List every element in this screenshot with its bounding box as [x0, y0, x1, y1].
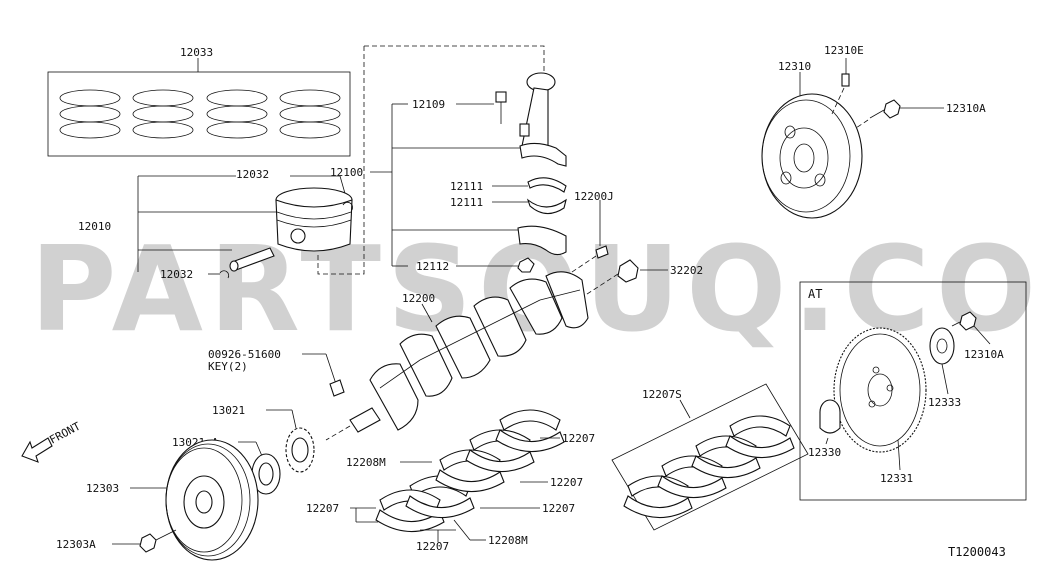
label-12033[interactable]: 12033 [180, 46, 213, 59]
label-12303a[interactable]: 12303A [56, 538, 96, 551]
woodruff-key[interactable] [302, 353, 345, 397]
crankshaft-spacer[interactable] [238, 441, 281, 495]
label-12310[interactable]: 12310 [778, 60, 811, 73]
label-12207-a[interactable]: 12207 [562, 432, 595, 445]
drive-plate-bolt[interactable] [951, 311, 991, 345]
crankshaft-sprocket[interactable] [266, 409, 315, 473]
label-12109[interactable]: 12109 [412, 98, 445, 111]
label-12010[interactable]: 12010 [78, 220, 111, 233]
flywheel-mt[interactable] [761, 72, 863, 219]
label-00926-51600[interactable]: 00926-51600 [208, 348, 281, 361]
reinforcement-plate[interactable] [929, 327, 955, 395]
flywheel-bolt[interactable] [855, 99, 944, 129]
drive-plate[interactable] [833, 327, 927, 471]
label-12100[interactable]: 12100 [330, 166, 363, 179]
label-12111-lower[interactable]: 12111 [450, 196, 483, 209]
label-12310e[interactable]: 12310E [824, 44, 864, 57]
label-key-qty: KEY(2) [208, 360, 248, 373]
front-direction-arrow [21, 437, 53, 463]
label-12111-upper[interactable]: 12111 [450, 180, 483, 193]
pilot-converter[interactable] [819, 399, 841, 445]
piston-ring-group-2 [132, 89, 194, 139]
label-12112[interactable]: 12112 [416, 260, 449, 273]
front-label: FRONT [47, 419, 83, 446]
piston-assembly[interactable] [137, 175, 353, 279]
label-12310a[interactable]: 12310A [946, 102, 986, 115]
label-12032-upper[interactable]: 12032 [236, 168, 269, 181]
label-12207-d[interactable]: 12207 [306, 502, 339, 515]
piston-ring-group-3 [206, 89, 268, 139]
bearing-set-box[interactable] [611, 383, 809, 531]
label-12208m-b[interactable]: 12208M [488, 534, 528, 547]
at-box [799, 281, 1027, 501]
drawing-code: T1200043 [948, 545, 1006, 559]
label-12310a-at[interactable]: 12310A [964, 348, 1004, 361]
label-12331[interactable]: 12331 [880, 472, 913, 485]
label-12330[interactable]: 12330 [808, 446, 841, 459]
label-12200j[interactable]: 12200J [574, 190, 614, 203]
label-12333[interactable]: 12333 [928, 396, 961, 409]
pulley-bolt[interactable] [112, 529, 177, 553]
label-12303[interactable]: 12303 [86, 482, 119, 495]
label-32202[interactable]: 32202 [670, 264, 703, 277]
main-bearing-set[interactable] [350, 409, 565, 542]
piston-ring-set[interactable] [47, 58, 351, 157]
label-12207s[interactable]: 12207S [642, 388, 682, 401]
label-12208m-a[interactable]: 12208M [346, 456, 386, 469]
flywheel-dowel[interactable] [831, 58, 850, 115]
label-12207-e[interactable]: 12207 [416, 540, 449, 553]
connecting-rod-group[interactable] [317, 45, 567, 275]
piston-ring-group-1 [59, 89, 121, 139]
at-box-label: AT [808, 287, 822, 301]
label-12200[interactable]: 12200 [402, 292, 435, 305]
label-13021[interactable]: 13021 [212, 404, 245, 417]
piston-ring-group-4 [279, 89, 341, 139]
label-12032-lower[interactable]: 12032 [160, 268, 193, 281]
label-12207-c[interactable]: 12207 [542, 502, 575, 515]
label-12207-b[interactable]: 12207 [550, 476, 583, 489]
crankshaft[interactable] [325, 271, 589, 441]
crankshaft-pulley[interactable] [130, 439, 259, 561]
